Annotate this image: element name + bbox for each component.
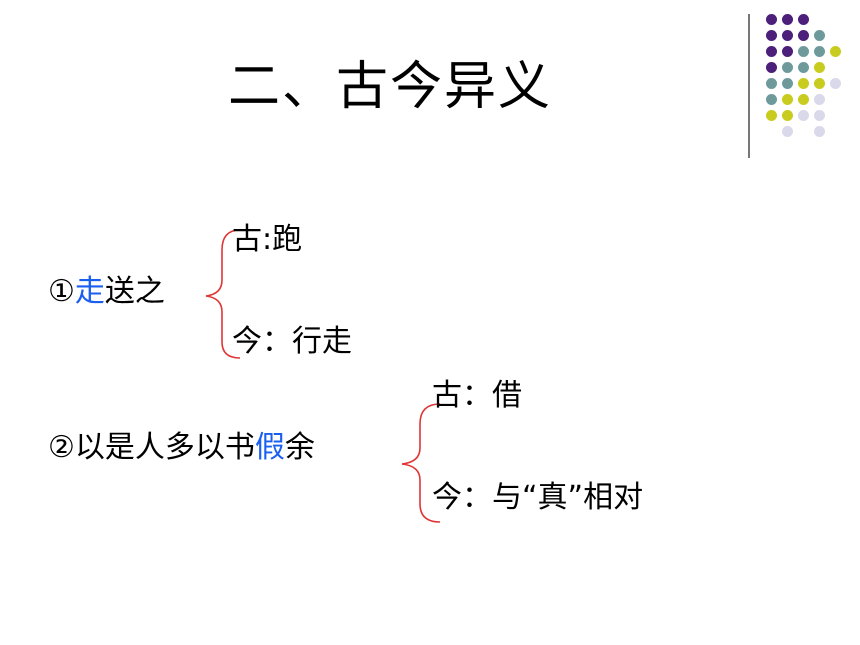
dot: [798, 94, 809, 105]
dot: [766, 46, 777, 57]
dot: [766, 110, 777, 121]
dot: [830, 78, 841, 89]
item1-number: ①: [48, 274, 75, 309]
dot: [814, 30, 825, 41]
dot: [814, 78, 825, 89]
item1-modern-meaning: 今：行走: [232, 324, 352, 359]
item2-prefix: ②以是人多以书: [48, 430, 255, 465]
dot: [766, 14, 777, 25]
item1-sentence: ①走送之: [48, 272, 165, 312]
dot: [782, 14, 793, 25]
dot: [766, 78, 777, 89]
dot: [782, 126, 793, 137]
dot: [814, 110, 825, 121]
item1-highlight-word: 走: [74, 274, 105, 309]
dot: [782, 78, 793, 89]
dot: [766, 30, 777, 41]
dot: [798, 14, 809, 25]
dot: [814, 126, 825, 137]
dot: [798, 110, 809, 121]
item1-ancient-meaning: 古:跑: [232, 222, 303, 257]
item2-highlight-word: 假: [254, 430, 285, 465]
item1-rest: 送之: [104, 274, 165, 309]
dot: [798, 30, 809, 41]
decorative-divider: [748, 14, 750, 158]
dot: [766, 94, 777, 105]
item2-ancient-meaning: 古：借: [432, 378, 522, 413]
dot: [814, 94, 825, 105]
dot: [798, 62, 809, 73]
dot: [782, 46, 793, 57]
dot: [766, 62, 777, 73]
dot: [782, 94, 793, 105]
dot: [782, 62, 793, 73]
dot: [830, 46, 841, 57]
dot: [798, 46, 809, 57]
dot: [782, 30, 793, 41]
slide-title: 二、古今异义: [228, 57, 553, 117]
dot: [798, 78, 809, 89]
dot: [814, 46, 825, 57]
dot: [814, 62, 825, 73]
dot: [782, 110, 793, 121]
item2-modern-meaning: 今：与“真”相对: [432, 480, 644, 515]
item2-sentence: ②以是人多以书假余: [48, 428, 315, 468]
item2-rest: 余: [284, 430, 315, 465]
